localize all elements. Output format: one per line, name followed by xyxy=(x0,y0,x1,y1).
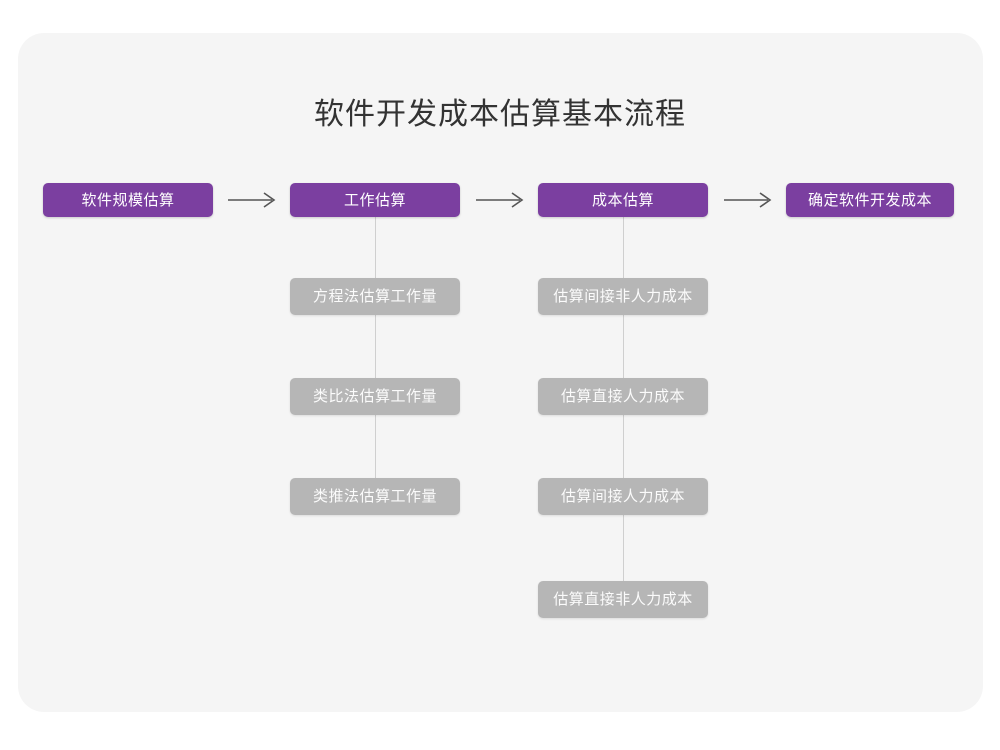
sub-node-label: 估算直接非人力成本 xyxy=(553,591,693,608)
stage-node-effort-estimation[interactable]: 工作估算 xyxy=(290,183,460,217)
stage-node-determine-development-cost[interactable]: 确定软件开发成本 xyxy=(786,183,954,217)
sub-node-indirect-non-labor-cost[interactable]: 估算间接非人力成本 xyxy=(538,278,708,315)
sub-node-direct-non-labor-cost[interactable]: 估算直接非人力成本 xyxy=(538,581,708,618)
arrow-right-icon-3 xyxy=(724,190,774,210)
sub-node-label: 估算间接人力成本 xyxy=(560,488,685,505)
stage-node-software-scale-estimation[interactable]: 软件规模估算 xyxy=(43,183,213,217)
stage-node-label: 确定软件开发成本 xyxy=(807,191,932,209)
stage-node-cost-estimation[interactable]: 成本估算 xyxy=(538,183,708,217)
arrow-right-icon-1 xyxy=(228,190,278,210)
sub-node-direct-labor-cost[interactable]: 估算直接人力成本 xyxy=(538,378,708,415)
arrow-right-icon-2 xyxy=(476,190,526,210)
sub-node-label: 方程法估算工作量 xyxy=(312,288,437,305)
stage-node-label: 工作估算 xyxy=(343,191,406,209)
stage-node-label: 成本估算 xyxy=(591,191,654,209)
connector-line-stage-2 xyxy=(375,216,376,498)
sub-node-analogue-method-effort[interactable]: 类推法估算工作量 xyxy=(290,478,460,515)
sub-node-label: 类推法估算工作量 xyxy=(312,488,437,505)
page-title: 软件开发成本估算基本流程 xyxy=(314,98,686,131)
sub-node-equation-method-effort[interactable]: 方程法估算工作量 xyxy=(290,278,460,315)
sub-node-indirect-labor-cost[interactable]: 估算间接人力成本 xyxy=(538,478,708,515)
sub-node-label: 类比法估算工作量 xyxy=(312,388,437,405)
sub-node-analogy-method-effort[interactable]: 类比法估算工作量 xyxy=(290,378,460,415)
sub-node-label: 估算间接非人力成本 xyxy=(553,288,693,305)
diagram-card xyxy=(18,33,983,712)
stage-node-label: 软件规模估算 xyxy=(81,191,175,209)
sub-node-label: 估算直接人力成本 xyxy=(560,388,685,405)
